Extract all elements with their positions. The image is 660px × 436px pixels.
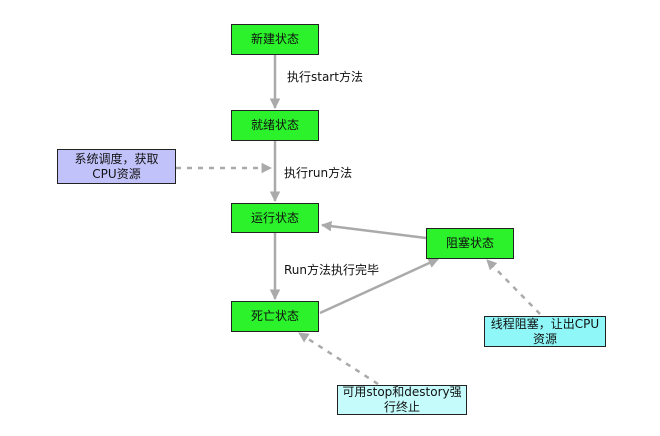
node-running-state[interactable]: 运行状态 <box>231 203 319 233</box>
node-new-state[interactable]: 新建状态 <box>231 24 319 55</box>
node-ready-state[interactable]: 就绪状态 <box>231 110 319 141</box>
node-blocked-state-label: 阻塞状态 <box>445 236 494 250</box>
note-thread-block-label: 线程阻塞，让出CPU资源 <box>490 316 600 346</box>
edge-blocked-to-running <box>320 220 427 240</box>
note-system-schedule[interactable]: 系统调度，获取CPU资源 <box>57 149 176 184</box>
edge-note-block <box>486 259 541 315</box>
node-dead-state[interactable]: 死亡状态 <box>231 301 319 332</box>
note-thread-block[interactable]: 线程阻塞，让出CPU资源 <box>484 316 606 347</box>
edge-dead-to-blocked <box>319 257 439 315</box>
node-blocked-state[interactable]: 阻塞状态 <box>426 228 514 259</box>
note-system-schedule-label: 系统调度，获取CPU资源 <box>74 151 159 181</box>
note-force-stop[interactable]: 可用stop和destory强行终止 <box>337 385 467 415</box>
node-dead-state-label: 死亡状态 <box>250 309 299 323</box>
edge-note-stop <box>298 331 379 386</box>
edge-label-finish: Run方法执行完毕 <box>284 263 380 277</box>
edge-label-start: 执行start方法 <box>287 70 363 84</box>
node-ready-state-label: 就绪状态 <box>250 118 299 132</box>
note-force-stop-label: 可用stop和destory强行终止 <box>342 385 462 414</box>
edge-label-run: 执行run方法 <box>284 166 353 180</box>
node-new-state-label: 新建状态 <box>250 32 299 46</box>
node-running-state-label: 运行状态 <box>250 210 299 225</box>
